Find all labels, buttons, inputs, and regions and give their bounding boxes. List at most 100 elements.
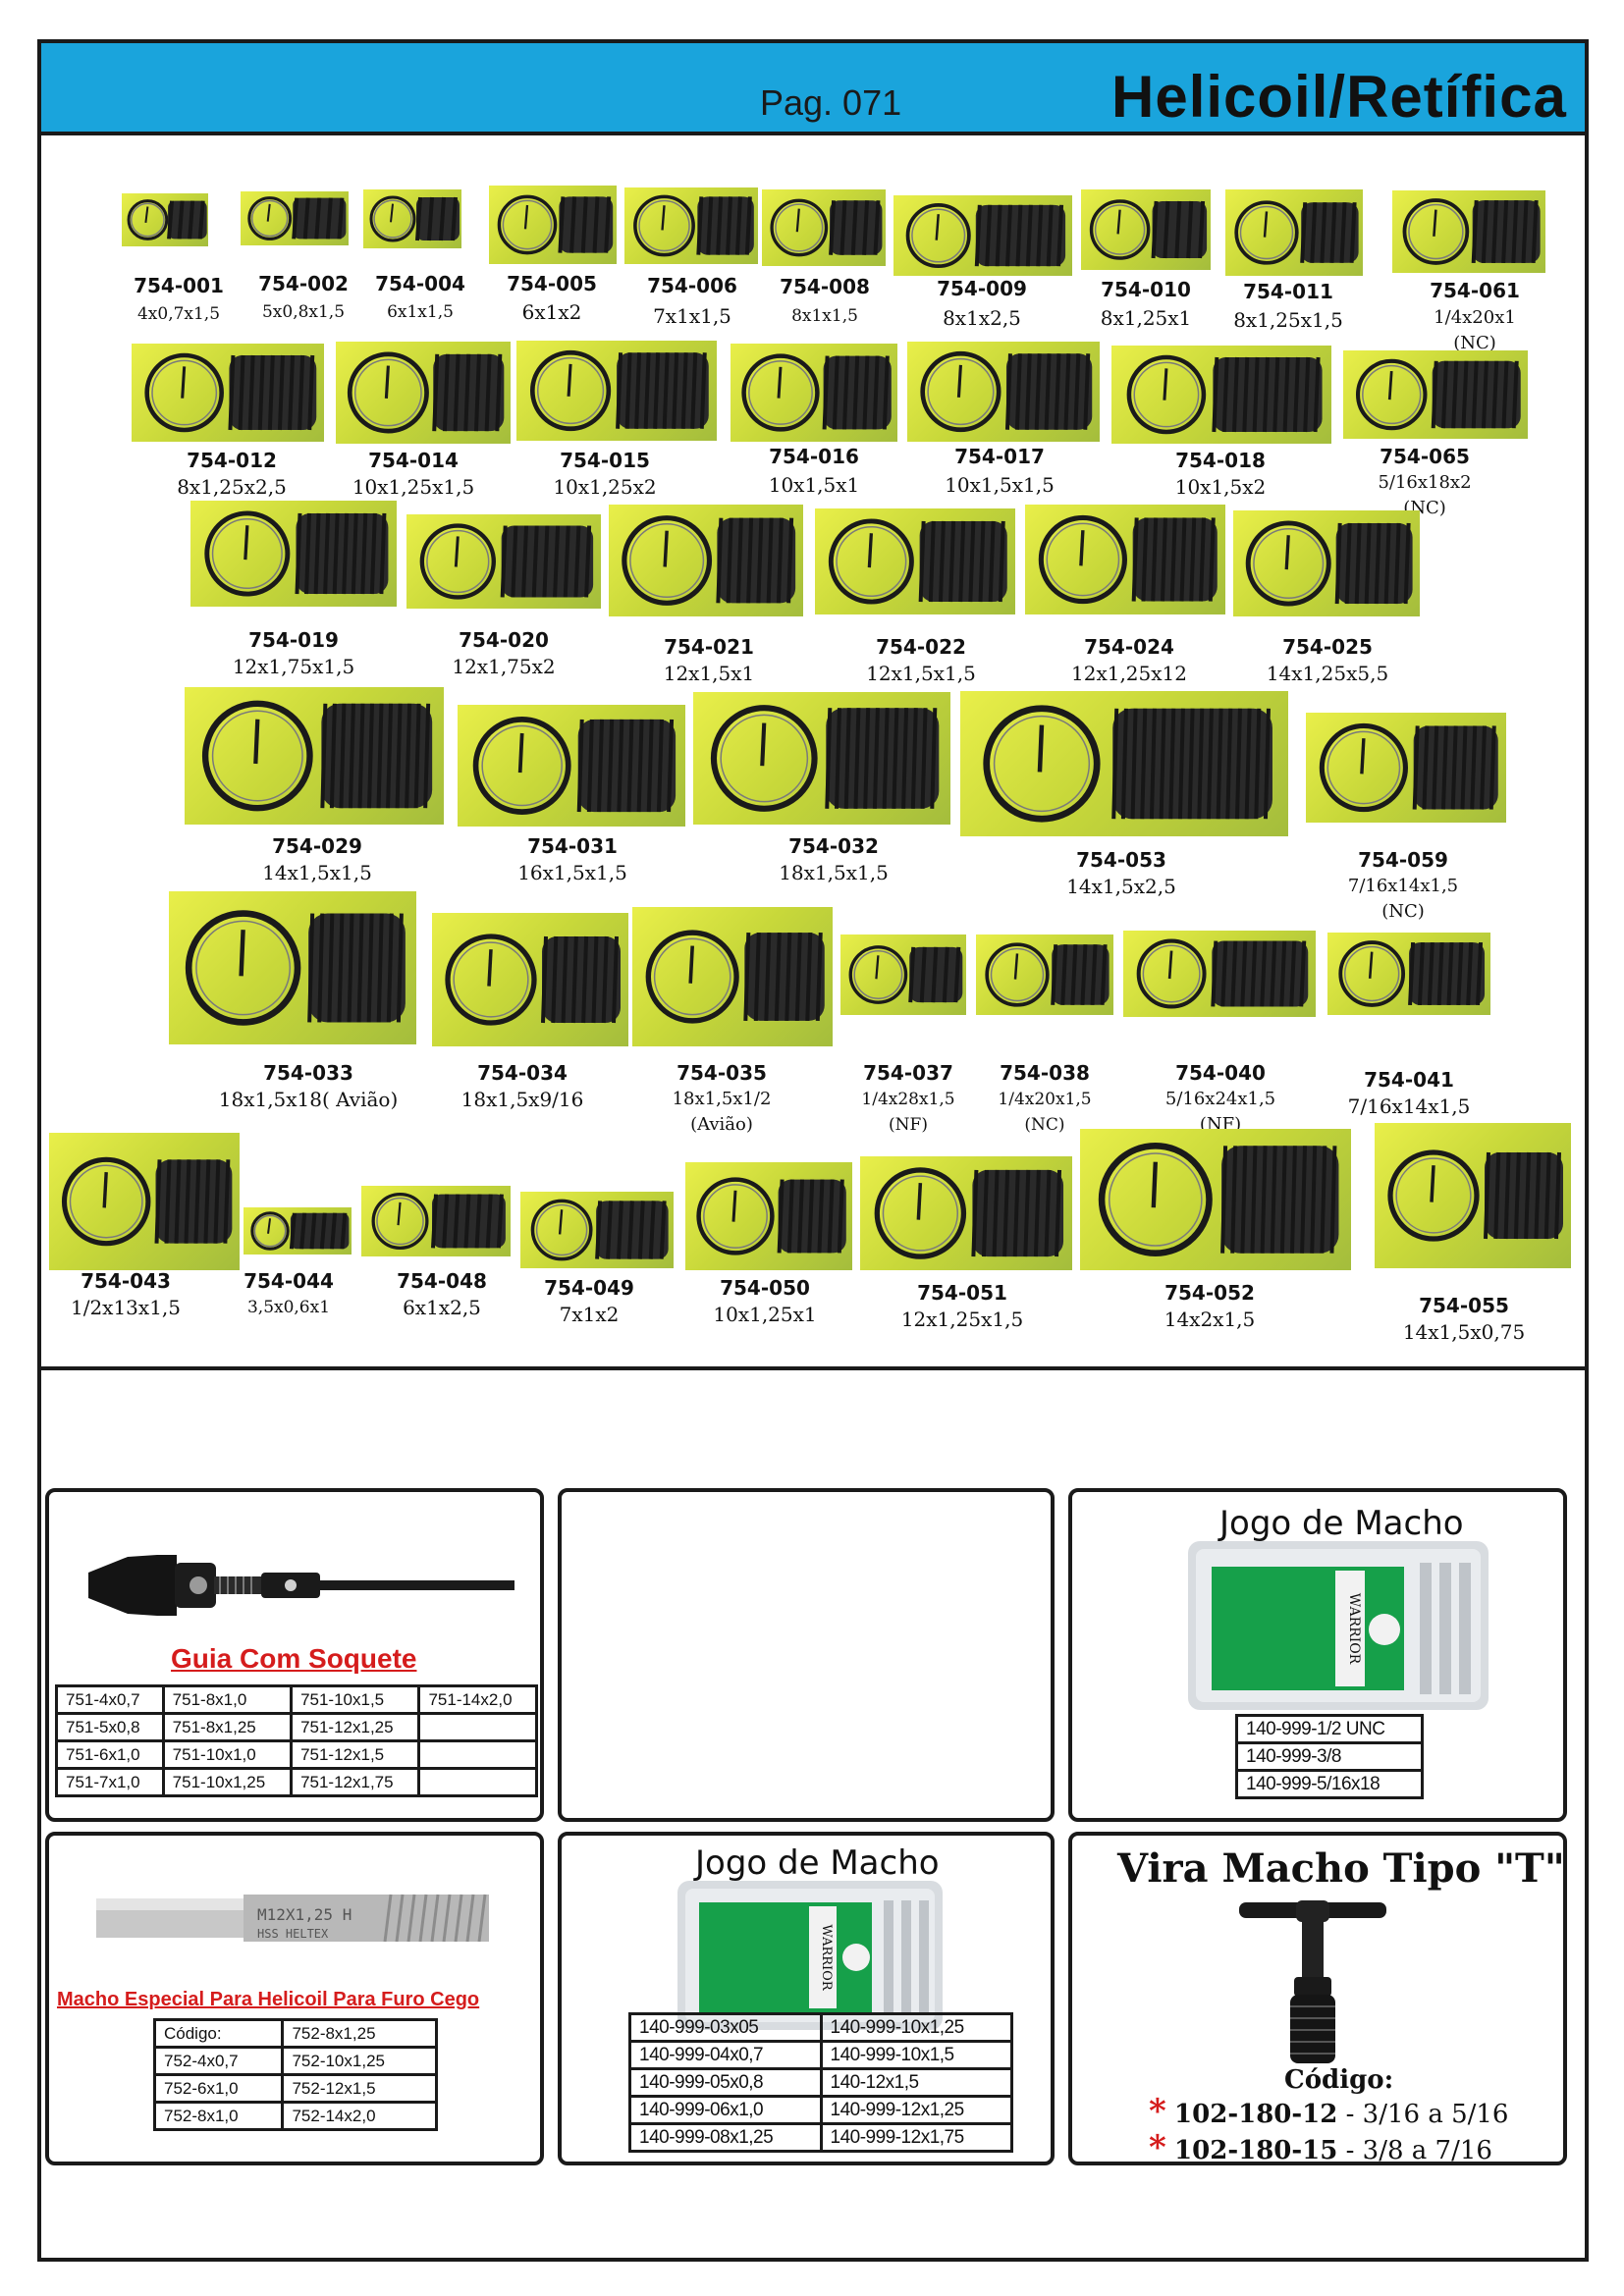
item-code: 754-004	[375, 272, 465, 295]
table-cell: 751-5x0,8	[55, 1712, 165, 1742]
helicoil-insert-icon	[1080, 1129, 1351, 1270]
item-code: 754-024	[1084, 635, 1174, 659]
item-code: 754-044	[244, 1269, 334, 1293]
item-code: 754-061	[1430, 279, 1520, 302]
item-spec-line: 1/4x20x1	[1434, 307, 1516, 328]
item-spec: 14x1,5x2,5	[1066, 874, 1176, 899]
item-spec-line: 18x1,5x9/16	[460, 1088, 584, 1111]
asterisk-icon: *	[1149, 2092, 1166, 2131]
table-cell: 751-10x1,5	[290, 1684, 421, 1715]
item-code: 754-022	[876, 635, 966, 659]
item-spec-line: (NC)	[1381, 901, 1425, 922]
vira-code-list: * 102-180-12 - 3/16 a 5/16* 102-180-15 -…	[1149, 2095, 1561, 2167]
table-cell	[417, 1767, 538, 1797]
helicoil-insert-icon	[960, 691, 1288, 836]
macho-title: Macho Especial Para Helicoil Para Furo C…	[57, 1989, 480, 2010]
item-spec: 8x1,25x2,5	[177, 474, 287, 500]
vira-code: 102-180-15	[1174, 2136, 1338, 2165]
item-spec: 12x1,75x2	[452, 654, 555, 679]
item-spec: 8x1,25x1	[1101, 305, 1192, 331]
item-spec: 10x1,5x2	[1175, 474, 1267, 500]
item-spec: 7/16x14x1,5	[1348, 1094, 1471, 1119]
empty-panel	[558, 1488, 1055, 1822]
item-code: 754-012	[187, 449, 277, 472]
page-header: Pag. 071 Helicoil/Retífica	[41, 43, 1585, 135]
table-cell: 751-12x1,25	[290, 1712, 421, 1742]
table-cell: 751-6x1,0	[55, 1739, 165, 1770]
item-spec-line: 5/16x24x1,5	[1164, 1089, 1276, 1109]
helicoil-insert-icon	[122, 193, 208, 246]
item-spec-line: 8x1x2,5	[943, 306, 1021, 330]
helicoil-insert-icon	[1111, 346, 1331, 444]
item-code: 754-043	[81, 1269, 171, 1293]
item-code: 754-055	[1419, 1294, 1509, 1317]
table-cell: 752-8x1,25	[281, 2018, 438, 2049]
item-spec-line: (NC)	[1024, 1115, 1065, 1135]
item-spec-line: 4x0,7x1,5	[136, 304, 221, 324]
table-cell: 752-12x1,5	[281, 2073, 438, 2104]
item-code: 754-032	[788, 834, 879, 858]
item-code: 754-017	[954, 445, 1045, 468]
item-spec-line: 8x1,25x2,5	[177, 475, 287, 499]
item-spec-line: (Avião)	[690, 1114, 753, 1135]
item-spec-line: 14x2x1,5	[1164, 1308, 1256, 1331]
item-spec: 12x1,25x12	[1071, 661, 1187, 686]
table-cell: Código:	[152, 2018, 285, 2049]
item-spec-line: 14x1,5x2,5	[1066, 875, 1176, 898]
helicoil-insert-icon	[458, 705, 685, 827]
item-spec-line: 5/16x18x2	[1378, 472, 1472, 493]
item-spec: 8x1,25x1,5	[1233, 307, 1343, 333]
item-spec: 8x1x1,5	[791, 303, 858, 329]
guia-title: Guia Com Soquete	[171, 1643, 417, 1674]
item-spec-line: 10x1,5x2	[1174, 475, 1267, 499]
item-spec-line: 8x1x1,5	[791, 306, 858, 326]
svg-text:M12X1,25 H: M12X1,25 H	[257, 1905, 352, 1924]
item-spec-line: 8x1,25x1,5	[1233, 308, 1343, 332]
table-cell: 140-999-10x1,25	[819, 2012, 1013, 2043]
item-spec-line: 10x1,5x1	[768, 473, 860, 497]
item-spec-line: 12x1,5x1	[663, 662, 755, 685]
item-code: 754-029	[272, 834, 362, 858]
item-code: 754-050	[720, 1276, 810, 1300]
item-spec-line: 1/4x28x1,5	[861, 1090, 955, 1109]
table-cell: 140-999-06x1,0	[628, 2095, 823, 2125]
item-spec: 16x1,5x1,5	[517, 860, 627, 885]
jogo-mid-title: Jogo de Macho	[695, 1843, 940, 1883]
item-code: 754-052	[1164, 1281, 1255, 1305]
item-code: 754-059	[1358, 848, 1448, 872]
helicoil-insert-icon	[363, 189, 461, 248]
item-spec: 18x1,5x1/2(Avião)	[673, 1087, 772, 1138]
table-cell: 752-6x1,0	[152, 2073, 285, 2104]
item-code: 754-048	[397, 1269, 487, 1293]
item-spec-line: 12x1,75x1,5	[232, 655, 355, 678]
item-spec: 7x1x1,5	[653, 303, 731, 329]
item-spec: 3,5x0,6x1	[247, 1295, 330, 1320]
item-spec: 14x1,5x0,75	[1403, 1319, 1525, 1345]
item-spec-line: 16x1,5x1,5	[517, 861, 627, 884]
item-spec: 10x1,25x2	[553, 474, 656, 500]
helicoil-insert-icon	[336, 342, 511, 444]
helicoil-insert-icon	[132, 344, 324, 442]
table-cell: 140-999-08x1,25	[628, 2122, 823, 2153]
item-code: 754-041	[1364, 1068, 1454, 1092]
table-cell: 752-4x0,7	[152, 2046, 285, 2076]
svg-text:HSS HELTEX: HSS HELTEX	[257, 1927, 329, 1941]
helicoil-insert-icon	[241, 191, 349, 245]
helicoil-insert-icon	[361, 1186, 511, 1256]
item-code: 754-006	[647, 274, 737, 297]
item-spec: 5x0,8x1,5	[262, 299, 345, 325]
item-code: 754-037	[863, 1061, 953, 1085]
helicoil-insert-icon	[860, 1156, 1072, 1270]
table-cell	[417, 1712, 538, 1742]
jogo-top-title: Jogo de Macho	[1219, 1504, 1464, 1543]
item-code: 754-031	[527, 834, 618, 858]
item-spec: 10x1,5x1	[769, 472, 860, 498]
